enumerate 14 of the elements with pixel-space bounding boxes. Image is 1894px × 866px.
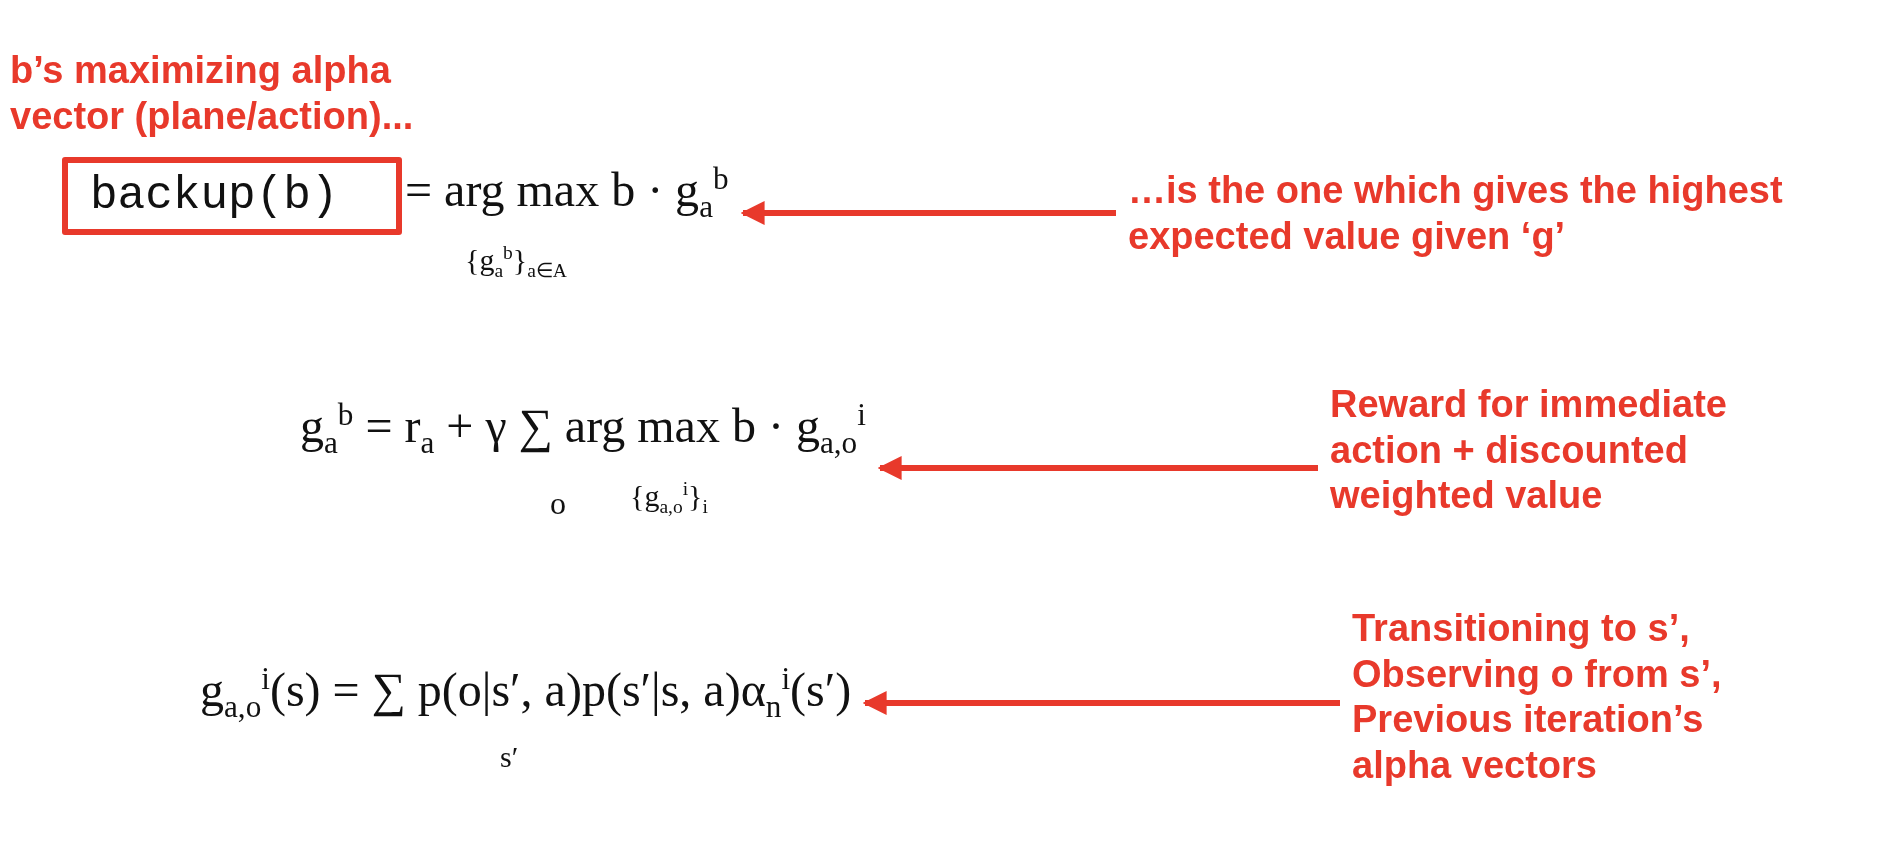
formula-subscript: {g$_{a}$$^{b}$}$_{a∈A}$ xyxy=(465,242,567,282)
arrow xyxy=(740,201,1116,225)
formula-text: backup(b) xyxy=(90,171,339,222)
arrow xyxy=(877,456,1318,480)
formula-subscript: s′ xyxy=(500,740,519,773)
annotation-text: Reward for immediate action + discounted weighted value xyxy=(1330,382,1728,519)
formula-subscript: {g$_{a,o}$$^{i}$}$_{i}$ xyxy=(630,478,708,518)
arrow xyxy=(862,691,1340,715)
annotation-text: Transitioning to s’, Observing o from s’, Previous iteration’s alpha vectors xyxy=(1352,606,1723,788)
annotation-text: …is the one which gives the highest expected value given ‘g’ xyxy=(1128,168,1784,259)
highlight-box xyxy=(62,157,402,235)
formula-text: g$_{a,o}$$^{i}$(s) = ∑ p(o|s′, a)p(s′|s, a)α$_{n}$$^{i}$(s′) xyxy=(200,662,852,724)
formula-subscript: o xyxy=(550,486,566,522)
annotation-text: b’s maximizing alpha vector (plane/action)... xyxy=(10,48,415,139)
